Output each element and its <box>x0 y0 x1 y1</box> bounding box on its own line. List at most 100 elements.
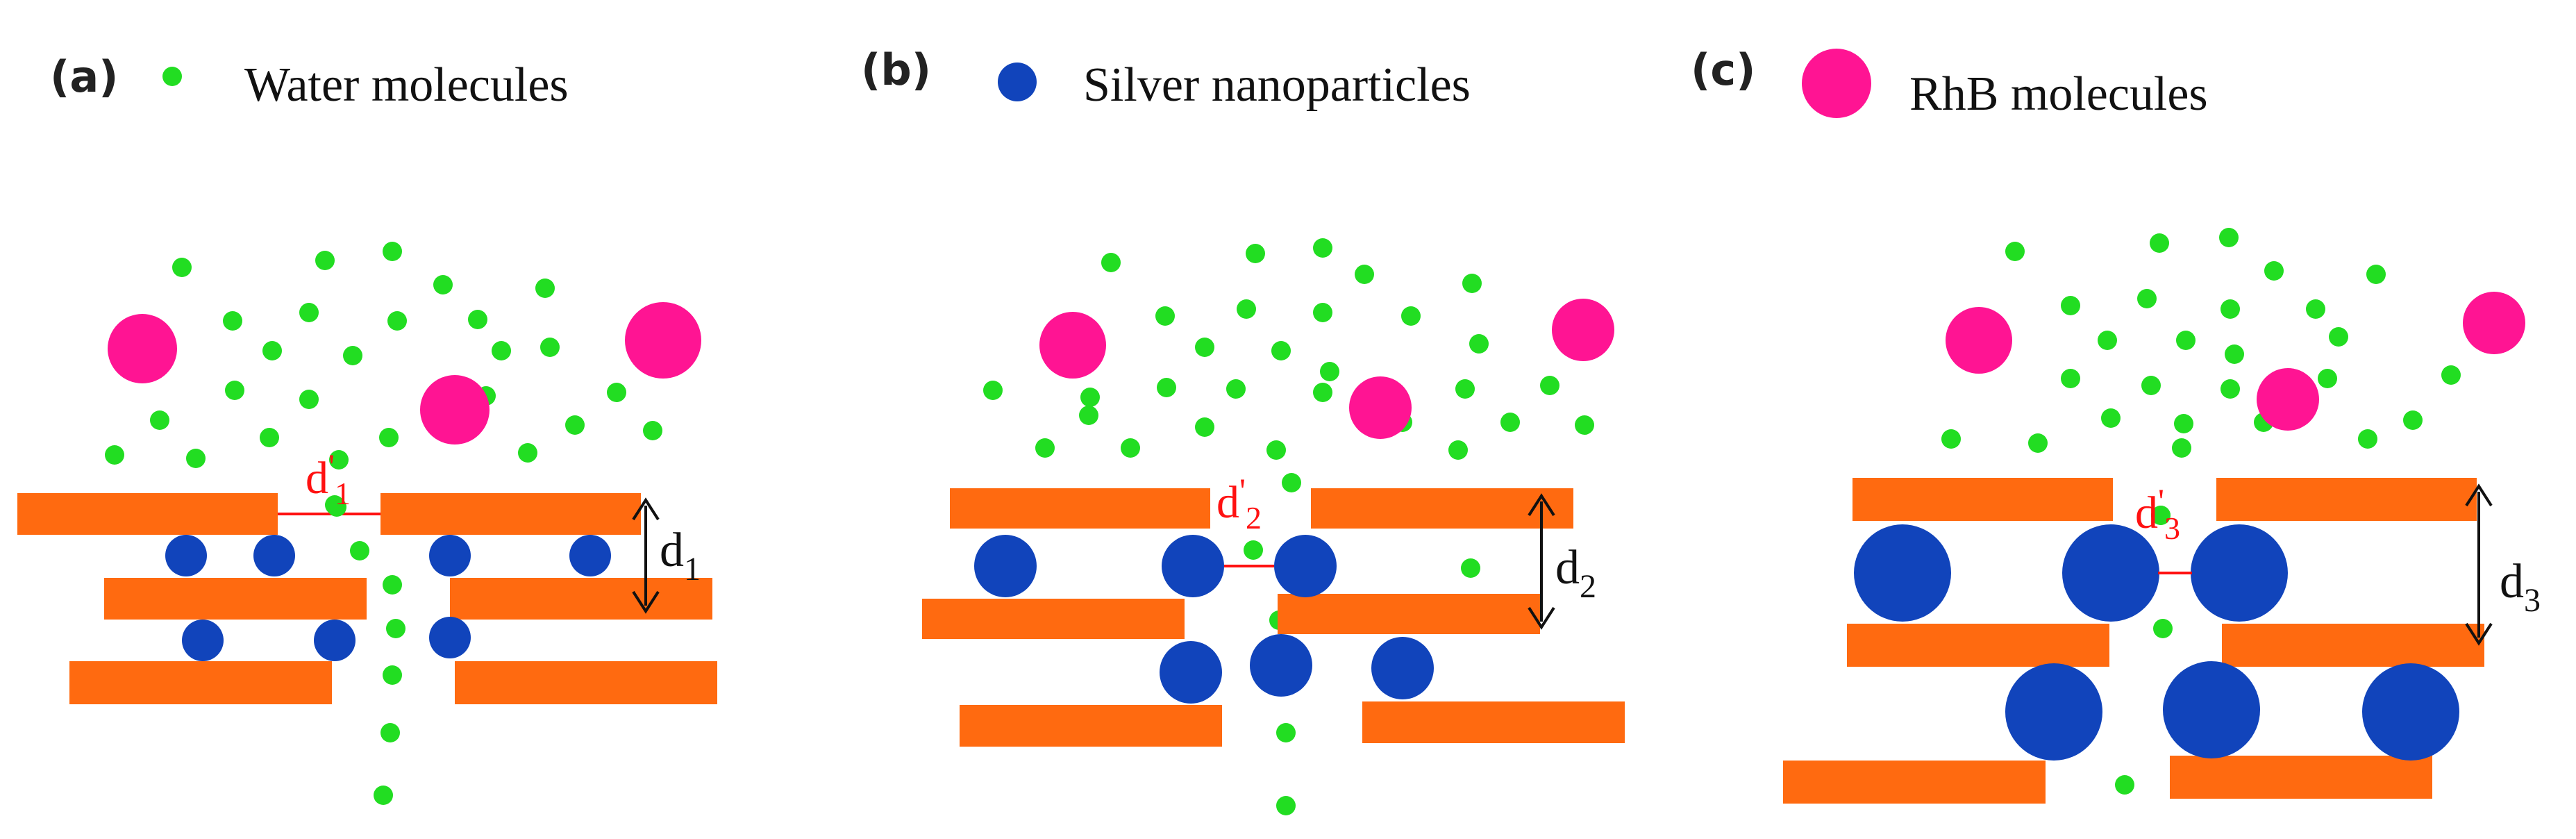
silver-nanoparticle <box>974 535 1037 597</box>
inner-gap-prime: ' <box>2158 481 2164 520</box>
interlayer-label-b: d2 <box>1555 541 1596 605</box>
water-molecule <box>1575 415 1594 435</box>
water-molecule <box>350 541 369 560</box>
water-molecule <box>386 619 405 638</box>
water-molecule <box>1313 383 1332 402</box>
graphene-layer <box>950 488 1210 529</box>
water-molecule <box>1455 379 1475 399</box>
silver-nanoparticles <box>974 535 1434 704</box>
water-molecule <box>1282 473 1301 492</box>
water-molecule <box>1355 265 1374 284</box>
graphene-layer <box>960 705 1222 747</box>
water-molecule <box>299 390 319 409</box>
water-molecule <box>1540 376 1559 395</box>
water-molecules <box>105 242 662 805</box>
water-molecule <box>433 275 453 294</box>
silver-nanoparticle <box>1274 535 1337 597</box>
water-molecule <box>2061 296 2080 315</box>
water-molecule <box>983 381 1003 400</box>
graphene-layer <box>1783 761 2046 804</box>
water-molecule <box>2176 331 2196 350</box>
water-molecule <box>1157 378 1176 397</box>
water-molecule <box>2366 265 2386 284</box>
interlayer-symbol: d <box>1555 541 1580 595</box>
inner-gap-prime: ' <box>328 447 335 485</box>
water-molecule <box>2174 414 2193 433</box>
water-molecule <box>2061 369 2080 388</box>
graphene-layer <box>1847 624 2109 667</box>
water-molecule <box>1121 438 1140 458</box>
interlayer-subscript: 2 <box>1580 568 1596 605</box>
water-dot-icon <box>162 67 182 86</box>
silver-dot-icon <box>998 63 1037 101</box>
water-molecule <box>2115 775 2134 795</box>
inner-gap-label-c: d'3 <box>2135 481 2180 546</box>
graphene-layer <box>1362 701 1625 743</box>
water-molecule <box>2329 327 2348 347</box>
graphene-layer <box>2222 624 2484 667</box>
water-molecule <box>540 338 560 357</box>
water-molecule <box>2151 506 2171 525</box>
water-molecule <box>1941 429 1961 449</box>
water-molecules <box>1941 228 2461 795</box>
inner-gap-subscript: 3 <box>2164 510 2180 546</box>
silver-nanoparticle <box>1250 634 1312 697</box>
silver-nanoparticle <box>165 535 207 576</box>
water-molecule <box>1226 379 1246 399</box>
graphene-layer <box>1311 488 1573 529</box>
water-molecule <box>2153 619 2173 638</box>
graphene-layer <box>2170 756 2432 799</box>
rhb-molecule <box>420 375 490 445</box>
panel-b-label: (b) <box>861 44 931 95</box>
inner-gap-symbol: d <box>2135 488 2158 538</box>
silver-nanoparticle <box>1854 524 1951 622</box>
water-molecule <box>329 450 349 470</box>
silver-nanoparticle <box>1162 535 1224 597</box>
rhb-molecule <box>108 314 177 383</box>
inner-gap-symbol: d <box>306 453 328 504</box>
water-molecule <box>1462 274 1482 293</box>
water-molecule <box>383 242 402 261</box>
legend-silver-nanoparticles: Silver nanoparticles <box>1083 58 1471 112</box>
inner-gap-label-b: d'2 <box>1216 471 1262 535</box>
water-molecule <box>535 279 555 298</box>
water-molecule <box>105 445 124 465</box>
rhb-molecule <box>1039 312 1106 379</box>
legend-rhb-molecules: RhB molecules <box>1909 67 2208 121</box>
inner-gap-subscript: 2 <box>1246 500 1262 535</box>
graphene-layer <box>104 578 367 620</box>
water-molecule <box>1155 306 1175 326</box>
graphene-layer <box>455 661 717 704</box>
water-molecule <box>2441 365 2461 385</box>
inner-gap-prime: ' <box>1239 471 1246 510</box>
silver-nanoparticle <box>2163 661 2260 758</box>
silver-nanoparticle <box>2062 524 2159 622</box>
water-molecule <box>1401 306 1421 326</box>
water-molecule <box>2137 289 2157 308</box>
water-molecule <box>1237 299 1256 319</box>
silver-nanoparticle <box>314 620 356 661</box>
inner-gap-label-a: d'1 <box>306 447 351 511</box>
panel-a: d'1 d1 <box>17 242 717 805</box>
panel-c: d'3 d3 <box>1783 228 2541 804</box>
rhb-molecules <box>108 302 701 445</box>
silver-nanoparticles <box>165 535 611 661</box>
water-molecule <box>492 341 511 360</box>
silver-nanoparticle <box>429 535 471 576</box>
water-molecule <box>327 497 346 517</box>
water-molecule <box>1079 406 1098 425</box>
interlayer-symbol: d <box>660 524 684 577</box>
water-molecule <box>315 251 335 270</box>
panel-a-label: (a) <box>50 51 119 102</box>
water-molecule <box>1101 253 1121 272</box>
rhb-molecule <box>2257 368 2319 431</box>
graphene-layer <box>450 578 712 620</box>
water-molecule <box>2098 331 2117 350</box>
water-molecule <box>2220 379 2240 399</box>
water-molecule <box>607 383 626 402</box>
graphene-layer <box>1278 594 1540 634</box>
water-molecule <box>2172 438 2191 458</box>
water-molecule <box>1195 338 1214 357</box>
water-molecule <box>2403 410 2423 430</box>
rhb-molecule <box>1946 307 2012 374</box>
